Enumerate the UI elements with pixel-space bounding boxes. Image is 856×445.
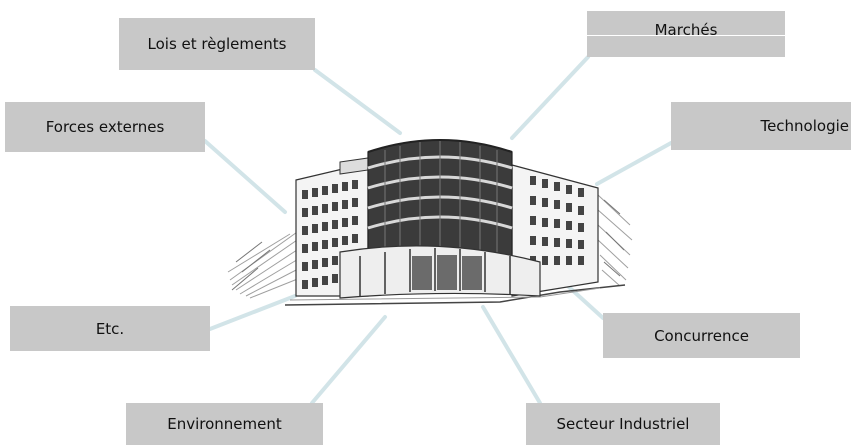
tree-shading-left <box>227 229 301 299</box>
label-box-lois: Lois et règlements <box>119 18 315 70</box>
ground-floor-glass <box>412 255 482 290</box>
ground-hatch <box>289 287 601 301</box>
tower-top <box>367 139 513 153</box>
label-forces: Forces externes <box>45 118 165 136</box>
label-technologie: Technologie <box>760 117 849 135</box>
label-box-environnement: Environnement <box>126 403 323 445</box>
connector-lines <box>203 55 673 405</box>
label-box-concurrence: Concurrence <box>603 313 800 358</box>
label-box-secteur: Secteur Industriel <box>526 403 720 445</box>
label-box-etc: Etc. <box>10 306 210 351</box>
connector-secteur <box>481 305 542 405</box>
label-etc: Etc. <box>95 319 125 338</box>
left-wing-windows <box>302 180 358 289</box>
label-box-technologie: Technologie <box>671 102 851 150</box>
connector-lois <box>313 68 402 135</box>
label-marches: Marchés <box>654 21 718 39</box>
building-illustration <box>227 139 633 306</box>
tower-reflections <box>384 140 498 255</box>
tree-shading-right <box>597 194 633 287</box>
connector-forces <box>203 139 287 214</box>
label-lois: Lois et règlements <box>147 35 287 53</box>
connector-technologie <box>595 141 673 186</box>
colonnade <box>359 248 511 296</box>
label-secteur: Secteur Industriel <box>556 415 690 433</box>
connector-marches <box>510 55 590 140</box>
label-concurrence: Concurrence <box>654 326 749 345</box>
connector-etc <box>208 294 297 331</box>
label-box-marches: Marchés <box>587 11 785 57</box>
label-environnement: Environnement <box>167 415 282 433</box>
box-divider-line <box>587 35 785 36</box>
connector-environnement <box>310 315 387 405</box>
label-box-forces: Forces externes <box>5 102 205 152</box>
